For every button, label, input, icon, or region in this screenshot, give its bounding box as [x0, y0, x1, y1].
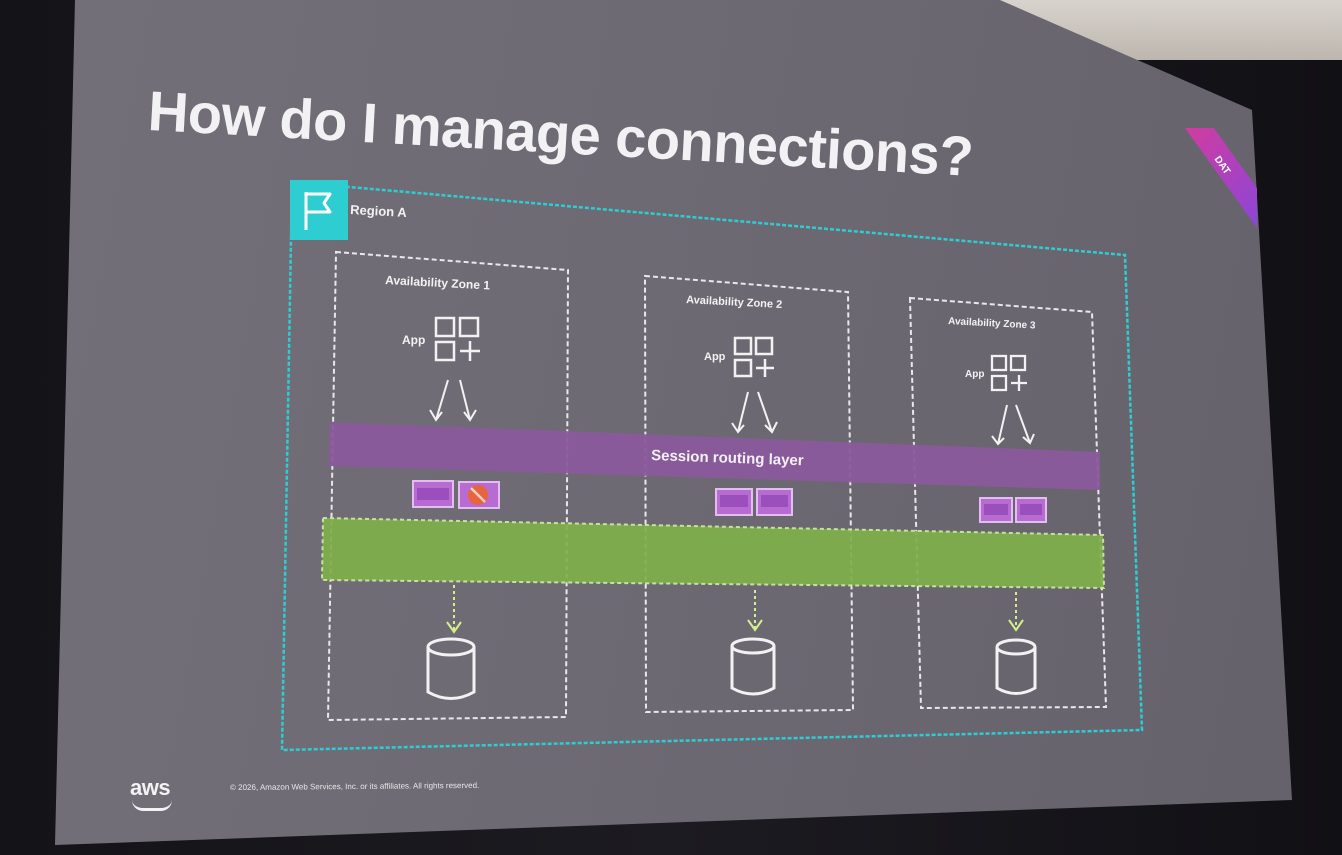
app-arrows-zone-3 — [991, 404, 1035, 446]
session-routing-layer-label: Session routing layer — [651, 447, 804, 469]
connection-tiles-zone-3 — [979, 497, 1047, 523]
proxy-layer — [320, 516, 1106, 590]
connection-tiles-zone-2 — [715, 488, 793, 516]
db-arrow-zone-3 — [1008, 592, 1024, 632]
region-label: Region A — [350, 202, 408, 220]
database-icon-zone-1 — [426, 637, 476, 700]
db-arrow-zone-1 — [446, 585, 462, 634]
app-arrows-zone-1 — [429, 379, 477, 422]
database-icon-zone-2 — [730, 637, 776, 696]
session-routing-layer — [328, 422, 1100, 490]
availability-zone-1-label: Availability Zone 1 — [385, 273, 491, 292]
app-icon-zone-2: App — [704, 336, 774, 378]
app-label-zone-1: App — [402, 333, 425, 347]
availability-zone-2-label: Availability Zone 2 — [686, 294, 783, 311]
app-label-zone-3: App — [965, 369, 984, 380]
database-icon-zone-3 — [995, 638, 1037, 695]
app-icon-zone-1: App — [402, 316, 480, 362]
db-arrow-zone-2 — [747, 590, 763, 632]
app-arrows-zone-2 — [731, 391, 778, 434]
region-boundary — [280, 180, 1144, 752]
blocked-connection-icon — [468, 485, 488, 505]
app-label-zone-2: App — [704, 351, 726, 363]
aws-logo: aws — [130, 775, 171, 800]
region-flag-icon — [290, 180, 348, 240]
aws-smile-icon — [132, 800, 172, 811]
app-icon-zone-3: App — [965, 354, 1027, 392]
availability-zone-3-label: Availability Zone 3 — [948, 316, 1036, 332]
